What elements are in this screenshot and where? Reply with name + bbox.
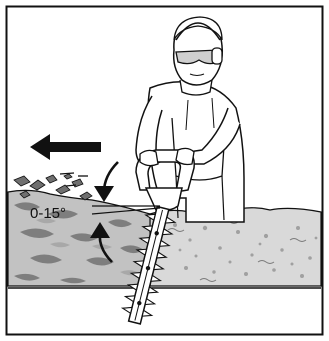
angle-label: 0-15°: [30, 205, 66, 222]
ear-muffs-icon: [212, 48, 222, 64]
